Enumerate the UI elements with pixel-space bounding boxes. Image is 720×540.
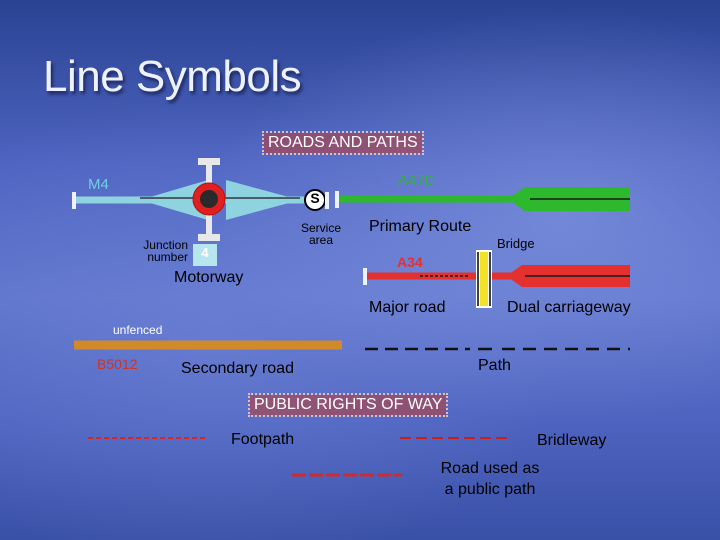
service-area-label: Service area	[300, 221, 341, 247]
secondary-road-label: Secondary road	[181, 360, 294, 377]
roundabout-centre	[200, 190, 218, 208]
road-public-path-label-line1: Road used as	[440, 460, 540, 477]
bridleway-label: Bridleway	[537, 432, 607, 449]
bridge-deck	[480, 252, 488, 306]
slip-road-east	[226, 180, 300, 220]
path-label: Path	[478, 357, 511, 374]
overbridge-end-top	[198, 158, 220, 165]
major-number: A34	[397, 254, 423, 270]
junction-number-box	[193, 244, 217, 266]
public-rights-of-way-heading: PUBLIC RIGHTS OF WAY	[247, 393, 449, 417]
primary-route-symbol	[335, 187, 630, 211]
junction-number: 4	[201, 245, 209, 260]
primary-number: A470	[398, 172, 434, 189]
roads-and-paths-heading: ROADS AND PATHS	[262, 131, 424, 155]
services-symbol: S	[310, 190, 320, 206]
major-road-label: Major road	[369, 299, 446, 316]
motorway-number: M4	[88, 176, 109, 193]
road-public-path-label-line2: a public path	[444, 481, 536, 498]
slip-road-west	[140, 180, 208, 220]
road-public-path-label: Road used as a public path	[425, 458, 555, 500]
unfenced-label: unfenced	[113, 323, 163, 337]
page-title: Line Symbols	[43, 52, 302, 101]
junction-number-label: Junction number	[143, 238, 188, 264]
motorway-symbol	[72, 158, 329, 266]
motorway-label: Motorway	[174, 269, 244, 286]
bridge-label: Bridge	[497, 236, 535, 251]
overbridge-end-bottom	[198, 234, 220, 241]
footpath-label: Footpath	[231, 431, 295, 448]
dual-carriageway-label: Dual carriageway	[507, 299, 631, 316]
secondary-number: B5012	[97, 356, 138, 372]
major-road-symbol	[363, 250, 630, 308]
primary-route-label: Primary Route	[369, 218, 472, 235]
